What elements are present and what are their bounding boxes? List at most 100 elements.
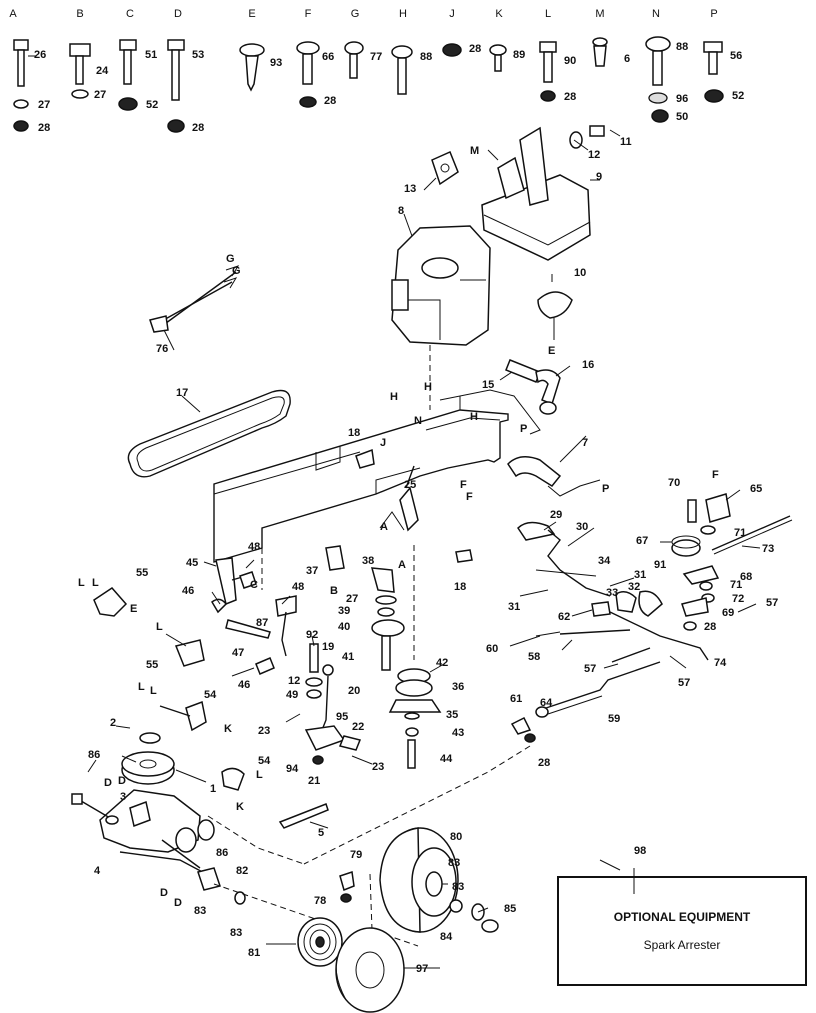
callout-c-85: 85: [504, 903, 516, 915]
callout-c-k1: K: [224, 723, 232, 735]
callout-c-71a: 71: [734, 527, 746, 539]
header-letter: P: [710, 8, 717, 20]
header-letter: J: [449, 8, 455, 20]
shift-linkage: [517, 521, 709, 663]
rear-wheel: [369, 827, 499, 947]
callout-c-l4: L: [138, 681, 145, 693]
callout-c-13: 13: [404, 183, 416, 195]
callout-c-12a: 12: [588, 149, 600, 161]
callout-c-28f: 28: [704, 621, 716, 633]
callout-c-60: 60: [486, 643, 498, 655]
callout-c-97: 97: [416, 963, 428, 975]
header-letter: N: [652, 8, 660, 20]
callout-c-j1: J: [380, 437, 386, 449]
callout-c-58: 58: [528, 651, 540, 663]
callout-h-90: 90: [564, 55, 576, 67]
bolt-N: [645, 36, 671, 123]
wheel-hub-parts: [339, 871, 355, 903]
callout-c-91: 91: [654, 559, 666, 571]
muffler-assembly: [431, 125, 605, 261]
callout-c-19: 19: [322, 641, 334, 653]
callout-c-16: 16: [582, 359, 594, 371]
header-letter: H: [399, 8, 407, 20]
callout-h-52b: 52: [732, 90, 744, 102]
callout-c-l1: L: [78, 577, 85, 589]
screw-K: [489, 44, 507, 72]
bolt-H: [391, 45, 413, 95]
callout-c-3: 3: [120, 791, 126, 803]
callout-c-84: 84: [440, 931, 453, 943]
callout-c-p1: P: [520, 423, 527, 435]
callout-c-73: 73: [762, 543, 774, 555]
pulley-81: [297, 917, 343, 967]
bolt-C: [118, 39, 138, 111]
callout-c-d1: D: [104, 777, 112, 789]
callout-c-2: 2: [110, 717, 116, 729]
callout-h-89: 89: [513, 49, 525, 61]
callout-c-69: 69: [722, 607, 734, 619]
callout-c-f3: F: [712, 469, 719, 481]
callout-h-24: 24: [96, 65, 109, 77]
callout-c-36: 36: [452, 681, 464, 693]
callout-c-29: 29: [550, 509, 562, 521]
callout-c-b1: B: [330, 585, 338, 597]
callout-c-22: 22: [352, 721, 364, 733]
callout-c-62: 62: [558, 611, 570, 623]
leader-lines: [28, 55, 761, 969]
callout-h-26: 26: [34, 49, 46, 61]
callout-c-86b: 86: [216, 847, 228, 859]
header-letter: C: [126, 8, 134, 20]
callout-c-59: 59: [608, 713, 620, 725]
callout-c-92: 92: [306, 629, 318, 641]
callout-c-n1: N: [414, 415, 422, 427]
callout-c-79: 79: [350, 849, 362, 861]
lift-assembly: [671, 493, 793, 631]
callout-c-78: 78: [314, 895, 326, 907]
drive-belt: [127, 389, 291, 478]
bolt-D: [167, 39, 185, 133]
callout-c-l5: L: [150, 685, 157, 697]
callout-c-81: 81: [248, 947, 260, 959]
callout-c-76: 76: [156, 343, 168, 355]
callout-c-15: 15: [482, 379, 494, 391]
wheel-97: [335, 927, 405, 1013]
callout-c-11: 11: [620, 136, 632, 148]
callout-c-83d: 83: [452, 881, 464, 893]
callout-c-4: 4: [94, 865, 101, 877]
bolt-P: [703, 41, 724, 103]
callout-c-k2: K: [236, 801, 244, 813]
callout-h-28e: 28: [564, 91, 576, 103]
callout-h-66: 66: [322, 51, 334, 63]
callout-c-h1: H: [390, 391, 398, 403]
idler-pulley: [388, 668, 442, 769]
throttle-cable: [149, 265, 240, 333]
callout-c-9: 9: [596, 171, 602, 183]
callout-c-e1: E: [548, 345, 555, 357]
callout-c-f2: F: [466, 491, 473, 503]
brackets-upper: [355, 448, 601, 563]
callout-c-c1: C: [250, 579, 258, 591]
optional-equipment-title: OPTIONAL EQUIPMENT: [613, 910, 751, 924]
bolt-B: [69, 43, 91, 99]
callout-h-56: 56: [730, 50, 742, 62]
callout-h-52a: 52: [146, 99, 158, 111]
callout-h-51: 51: [145, 49, 157, 61]
callout-c-83a: 83: [194, 905, 206, 917]
callout-c-e2: E: [130, 603, 137, 615]
callout-c-45: 45: [186, 557, 198, 569]
bolt-G: [344, 41, 364, 79]
callout-c-94: 94: [286, 763, 299, 775]
callout-c-67: 67: [636, 535, 648, 547]
callout-c-46b: 46: [238, 679, 250, 691]
left-linkages: [93, 545, 345, 675]
callout-c-17: 17: [176, 387, 188, 399]
callout-c-7: 7: [582, 437, 588, 449]
callout-c-55b: 55: [146, 659, 158, 671]
callout-c-82: 82: [236, 865, 248, 877]
callout-h-28a: 28: [38, 122, 50, 134]
callout-c-57b: 57: [584, 663, 596, 675]
screw-E: [239, 43, 265, 92]
callout-c-23b: 23: [372, 761, 384, 773]
speed-control-rod: [303, 661, 661, 865]
callout-c-g2: G: [232, 265, 241, 277]
